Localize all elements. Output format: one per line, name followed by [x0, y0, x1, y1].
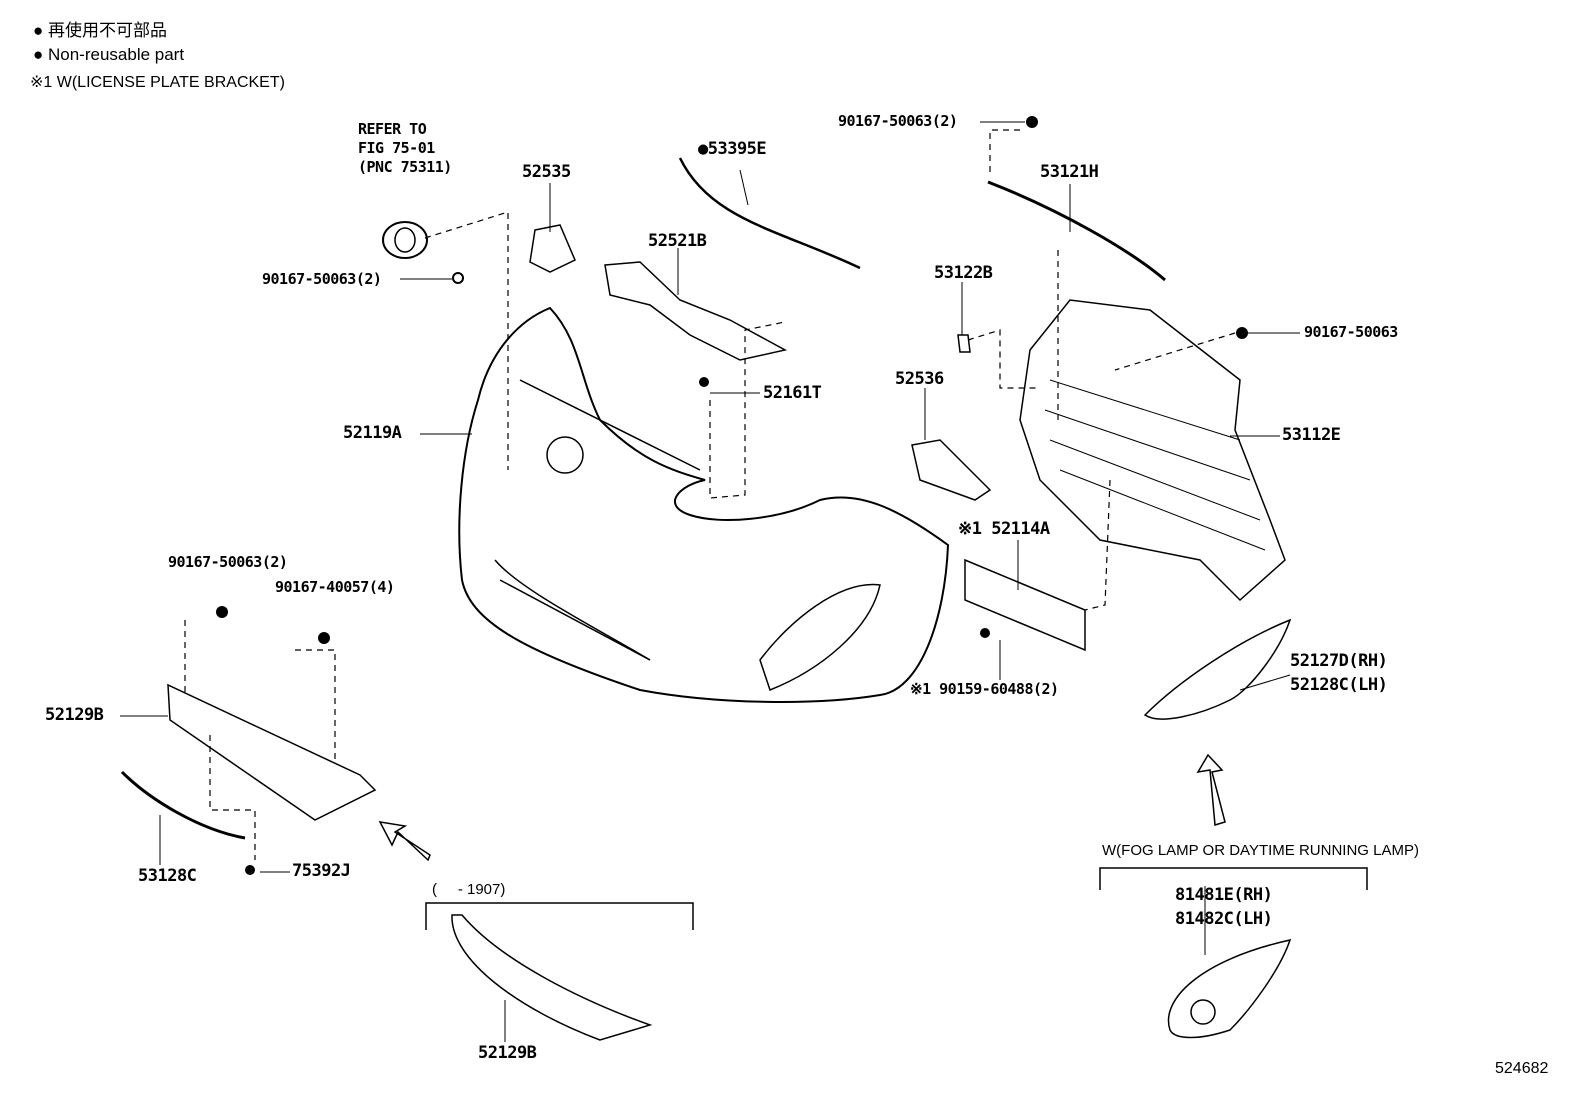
part-label[interactable]: 75392J	[292, 861, 351, 881]
part-label[interactable]: ※1 90159-60488(2)	[910, 680, 1059, 698]
part-label[interactable]: 52521B	[648, 231, 707, 251]
refer-line2: FIG 75-01	[358, 139, 435, 157]
part-label[interactable]: 52129B	[45, 705, 104, 725]
legend-note: ※1 W(LICENSE PLATE BRACKET)	[30, 74, 285, 91]
part-label[interactable]: 52127D(RH)	[1290, 651, 1388, 671]
direction-arrow	[1196, 753, 1226, 826]
refer-line3: (PNC 75311)	[358, 158, 452, 176]
part-label[interactable]: 81481E(RH)	[1175, 885, 1273, 905]
part-label[interactable]: 90167-40057(4)	[275, 578, 395, 596]
figure-number: 524682	[1495, 1060, 1549, 1077]
part-label[interactable]: 90167-50063	[1304, 323, 1398, 341]
part-label[interactable]: 53128C	[138, 866, 197, 886]
part-label[interactable]: 90167-50063(2)	[838, 112, 958, 130]
part-label[interactable]: 90167-50063(2)	[262, 270, 382, 288]
part-label[interactable]: 52128C(LH)	[1290, 675, 1388, 695]
part-label[interactable]: 53112E	[1282, 425, 1341, 445]
part-label[interactable]: 52536	[895, 369, 944, 389]
legend-japanese: ● 再使用不可部品	[33, 21, 167, 40]
part-label[interactable]: 53121H	[1040, 162, 1099, 182]
part-label[interactable]: 90167-50063(2)	[168, 553, 288, 571]
toyota-emblem	[382, 221, 428, 259]
part-label[interactable]: 53122B	[934, 263, 993, 283]
part-label[interactable]: ※1 52114A	[958, 519, 1050, 539]
part-label[interactable]: 81482C(LH)	[1175, 909, 1273, 929]
part-label[interactable]: 52119A	[343, 423, 402, 443]
refer-line1: REFER TO	[358, 120, 427, 138]
legend-non-reusable: ● Non-reusable part	[33, 45, 185, 64]
fog-lamp-note: W(FOG LAMP OR DAYTIME RUNNING LAMP)	[1102, 842, 1419, 859]
part-label[interactable]: 52161T	[763, 383, 822, 403]
part-label[interactable]: 52129B	[478, 1043, 537, 1063]
part-label[interactable]: 52535	[522, 162, 571, 182]
front-bumper-cover	[458, 306, 950, 703]
direction-arrow	[378, 821, 431, 862]
radiator-grille	[1019, 299, 1286, 602]
part-label[interactable]: ●53395E	[698, 139, 767, 159]
date-range-note: ( - 1907)	[432, 881, 506, 898]
